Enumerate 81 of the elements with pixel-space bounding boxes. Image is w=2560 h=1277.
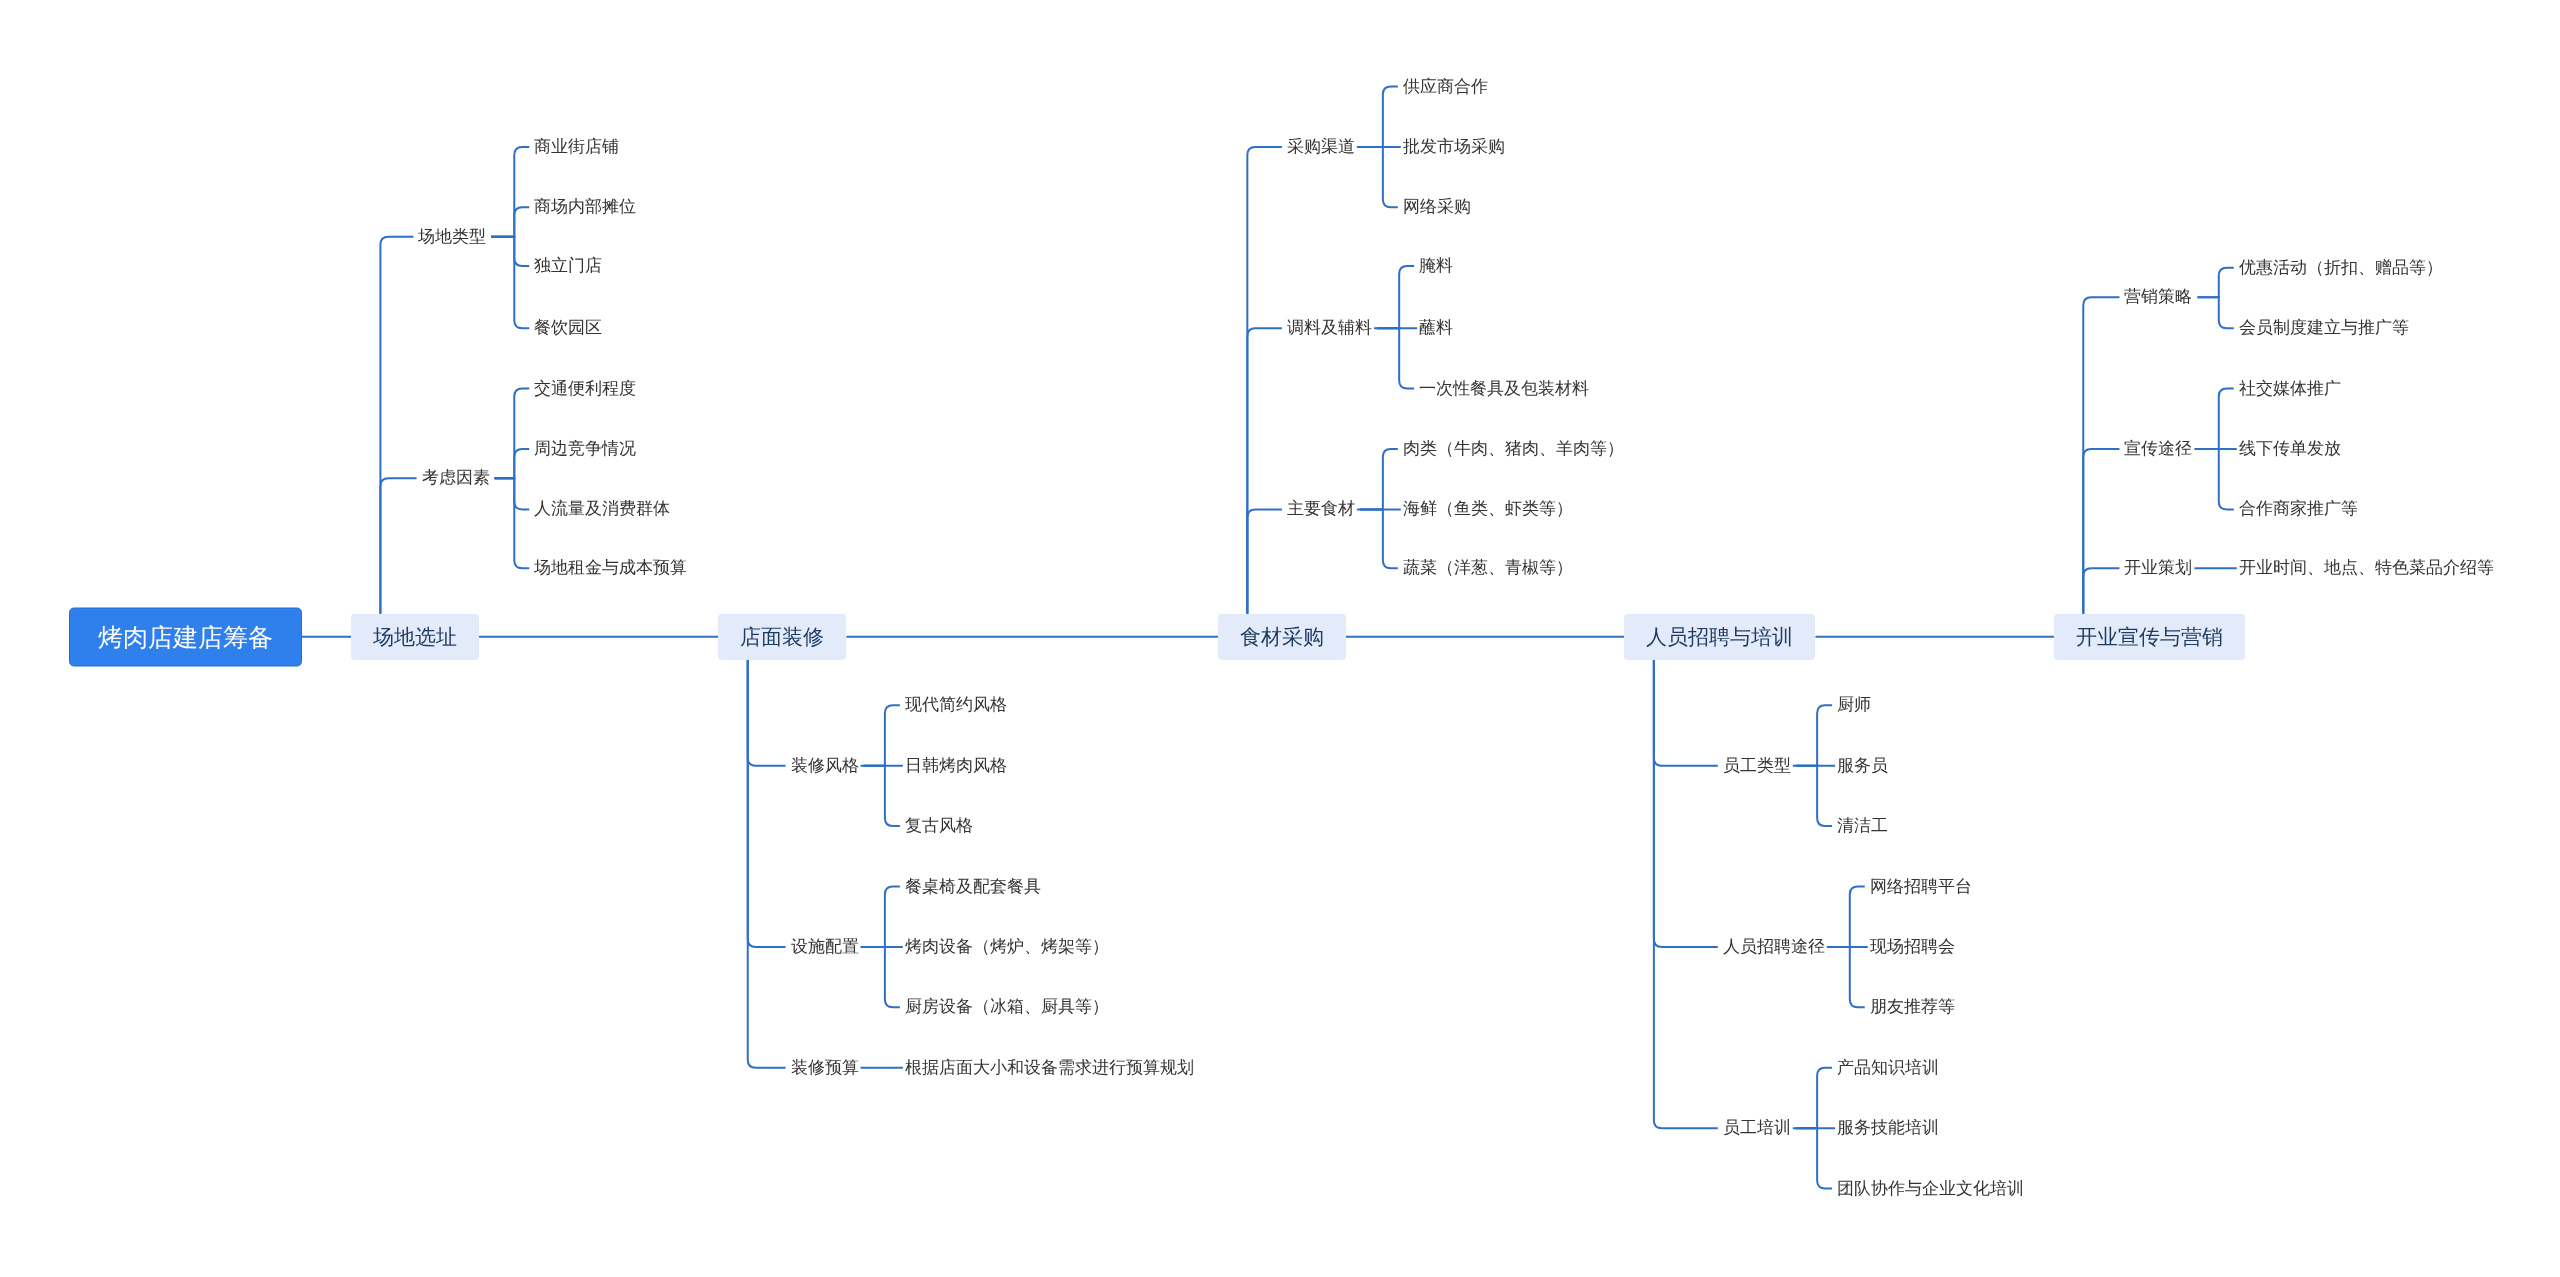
leaf-text: 蔬菜（洋葱、青椒等） [1400,557,1575,579]
leaf-text: 服务员 [1835,755,1891,777]
connector-line [478,635,720,638]
leaf-text: 现代简约风格 [902,694,1009,716]
leaf-text: 烤肉设备（烤炉、烤架等） [902,936,1111,958]
connector-line [2082,567,2121,615]
subtopic-text: 主要食材 [1284,498,1357,520]
connector-line [1825,945,1869,948]
leaf-text: 网络采购 [1400,196,1473,218]
leaf-text: 蘸料 [1417,317,1456,339]
subtopic-text: 宣传途径 [2122,438,2195,460]
leaf-text: 会员制度建立与推广等 [2236,317,2411,339]
connector-line [2193,447,2238,450]
leaf-text: 厨房设备（冰箱、厨具等） [902,996,1111,1018]
subtopic-text: 装修预算 [788,1057,861,1079]
topic-box: 食材采购 [1217,613,1346,660]
root-topic-box: 烤肉店建店筹备 [68,607,302,667]
leaf-text: 供应商合作 [1400,75,1490,98]
leaf-text: 海鲜（鱼类、虾类等） [1400,498,1575,520]
connector-line [859,764,904,767]
leaf-text: 线下传单发放 [2236,438,2343,460]
subtopic-text: 开业策划 [2122,557,2195,579]
subtopic-text: 装修风格 [788,755,861,777]
connector-line [845,635,1219,638]
leaf-text: 肉类（牛肉、猪肉、羊肉等） [1400,438,1626,460]
topic-box: 场地选址 [351,613,479,660]
leaf-text: 日韩烤肉风格 [902,755,1009,777]
connector-line [1355,508,1402,511]
connector-line [1372,327,1419,330]
subtopic-text: 调料及辅料 [1284,317,1374,339]
leaf-text: 合作商家推广等 [2236,498,2360,520]
leaf-text: 服务技能培训 [1835,1117,1942,1139]
topic-box: 人员招聘与培训 [1624,613,1816,660]
connector-line [2196,296,2235,330]
leaf-text: 朋友推荐等 [1867,996,1957,1018]
leaf-text: 人流量及消费群体 [532,498,673,520]
leaf-text: 网络招聘平台 [1867,875,1974,898]
subtopic-text: 人员招聘途径 [1720,936,1827,958]
subtopic-text: 采购渠道 [1284,136,1357,158]
subtopic-text: 场地类型 [416,226,489,248]
connector-line [859,945,904,948]
leaf-text: 交通便利程度 [532,377,639,400]
subtopic-text: 考虑因素 [419,467,492,489]
connector-line [746,658,787,1069]
connector-line [1246,508,1283,615]
connector-line [1355,145,1402,148]
leaf-text: 餐饮园区 [532,317,605,339]
leaf-text: 餐桌椅及配套餐具 [902,875,1043,898]
topic-box: 店面装修 [718,613,847,660]
topic-box: 开业宣传与营销 [2053,613,2245,660]
leaf-text: 产品知识培训 [1835,1057,1942,1079]
leaf-text: 批发市场采购 [1400,136,1507,158]
subtopic-text: 员工培训 [1720,1117,1793,1139]
connector-line [859,1066,904,1069]
connector-line [1652,658,1719,1130]
leaf-text: 根据店面大小和设备需求进行预算规划 [902,1057,1196,1079]
subtopic-text: 员工类型 [1720,755,1793,777]
leaf-text: 周边竞争情况 [532,438,639,460]
leaf-text: 现场招聘会 [1867,936,1957,958]
leaf-text: 腌料 [1417,255,1456,277]
connector-line [1791,764,1837,767]
connector-line [1791,1127,1837,1130]
connector-line [2193,567,2238,570]
leaf-text: 开业时间、地点、特色菜品介绍等 [2236,557,2496,579]
leaf-text: 场地租金与成本预算 [532,557,690,579]
connector-line [1814,635,2055,638]
connector-line [300,635,352,638]
connector-line [1344,635,1626,638]
connector-line [379,477,418,615]
subtopic-text: 设施配置 [788,936,861,958]
leaf-text: 厨师 [1835,694,1874,716]
subtopic-text: 营销策略 [2122,286,2195,308]
leaf-text: 独立门店 [532,255,605,277]
leaf-text: 社交媒体推广 [2236,377,2343,400]
leaf-text: 复古风格 [902,815,975,837]
leaf-text: 优惠活动（折扣、赠品等） [2236,257,2445,279]
leaf-text: 商业街店铺 [532,136,622,158]
leaf-text: 商场内部摊位 [532,196,639,218]
leaf-text: 一次性餐具及包装材料 [1417,377,1592,400]
leaf-text: 团队协作与企业文化培训 [1835,1177,2027,1200]
leaf-text: 清洁工 [1835,815,1891,837]
